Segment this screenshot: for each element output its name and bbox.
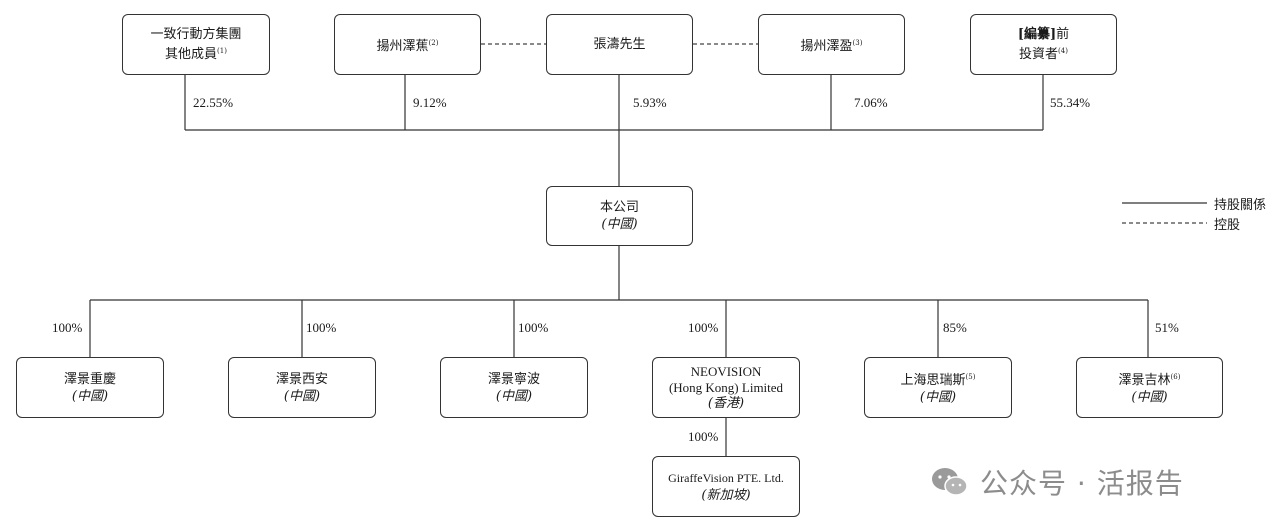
shareholder-box-pre-investors: [編纂]前 投資者(4) [970, 14, 1117, 75]
shareholder-4-pct: 7.06% [854, 95, 888, 110]
subsidiary-3-name: 澤景寧波 [487, 371, 540, 387]
shareholder-1-pct: 22.55% [193, 95, 234, 110]
subsidiary-box-jilin: 澤景吉林(6) (中國) [1076, 357, 1223, 418]
shareholder-box-concert-group: 一致行動方集團 其他成員(1) [122, 14, 270, 75]
shareholder-1-note: (1) [217, 47, 227, 55]
subsidiary-2-pct: 100% [306, 320, 337, 335]
subsidiary-1-pct: 100% [52, 320, 83, 335]
subsidiary-3-jurisdiction: (中國) [495, 388, 533, 404]
subsidiary-2-jurisdiction: (中國) [283, 388, 321, 404]
company-name: 本公司 [599, 200, 639, 215]
wechat-icon [932, 468, 968, 496]
subsidiary-6-pct: 51% [1155, 320, 1179, 335]
sub-subsidiary-pct: 100% [688, 429, 719, 444]
subsidiary-5-jurisdiction: (中國) [919, 390, 957, 405]
shareholder-4-note: (3) [852, 38, 863, 47]
subsidiary-5-pct: 85% [943, 320, 967, 335]
subsidiary-4-name-line2: (Hong Kong) Limited [668, 379, 784, 395]
shareholder-box-yangzhou-zeying: 揚州澤盈(3) [758, 14, 905, 75]
shareholder-2-note: (2) [428, 38, 439, 47]
subsidiary-6-jurisdiction: (中國) [1131, 390, 1168, 405]
shareholder-box-yangzhou-zejiao: 揚州澤蕉(2) [334, 14, 481, 75]
subsidiary-4-name-line1: NEOVISION [690, 363, 762, 379]
subsidiary-1-jurisdiction: (中國) [71, 388, 109, 404]
subsidiary-box-neovision-hk: NEOVISION (Hong Kong) Limited (香港) [652, 357, 800, 418]
subsidiary-5-note: (5) [965, 373, 976, 381]
legend-solid-label: 持股關係 [1214, 198, 1267, 213]
shareholder-5-name-line1: 前 [1056, 27, 1070, 42]
legend-dashed-label: 控股 [1214, 218, 1241, 233]
subsidiary-2-name: 澤景西安 [275, 371, 328, 387]
shareholder-5-redacted: [編纂] [1017, 27, 1057, 42]
sub-subsidiary-jurisdiction: (新加坡) [701, 487, 751, 503]
subsidiary-box-chongqing: 澤景重慶 (中國) [16, 357, 164, 418]
shareholder-2-pct: 9.12% [413, 95, 447, 110]
shareholder-box-mr-zhang: 張濤先生 [546, 14, 693, 75]
company-box: 本公司 (中國) [546, 186, 693, 246]
subsidiary-6-name: 澤景吉林 [1118, 373, 1171, 388]
subsidiary-5-name: 上海思瑞斯 [900, 373, 966, 388]
shareholder-4-name: 揚州澤盈 [800, 38, 853, 54]
subsidiary-box-ningbo: 澤景寧波 (中國) [440, 357, 588, 418]
shareholder-2-name: 揚州澤蕉 [376, 38, 429, 54]
shareholder-5-note: (4) [1058, 47, 1068, 55]
watermark: 公众号 · 活报告 [930, 462, 1184, 502]
shareholder-5-name-line2: 投資者 [1019, 47, 1059, 62]
subsidiary-box-xian: 澤景西安 (中國) [228, 357, 376, 418]
sub-subsidiary-box-giraffevision: GiraffeVision PTE. Ltd. (新加坡) [652, 456, 800, 517]
shareholder-5-pct: 55.34% [1050, 95, 1091, 110]
shareholder-1-name-line2: 其他成員 [165, 47, 218, 62]
subsidiary-4-jurisdiction: (香港) [707, 395, 745, 411]
company-jurisdiction: (中國) [601, 217, 638, 232]
sub-subsidiary-name: GiraffeVision PTE. Ltd. [668, 470, 784, 485]
subsidiary-1-name: 澤景重慶 [63, 371, 116, 387]
shareholder-1-name-line1: 一致行動方集團 [150, 27, 242, 42]
subsidiary-3-pct: 100% [518, 320, 549, 335]
shareholder-3-pct: 5.93% [633, 95, 667, 110]
subsidiary-6-note: (6) [1170, 373, 1181, 381]
subsidiary-box-shanghai-sirisi: 上海思瑞斯(5) (中國) [864, 357, 1012, 418]
shareholder-3-name: 張濤先生 [593, 37, 646, 52]
watermark-text: 公众号 · 活报告 [980, 467, 1184, 500]
subsidiary-4-pct: 100% [688, 320, 719, 335]
